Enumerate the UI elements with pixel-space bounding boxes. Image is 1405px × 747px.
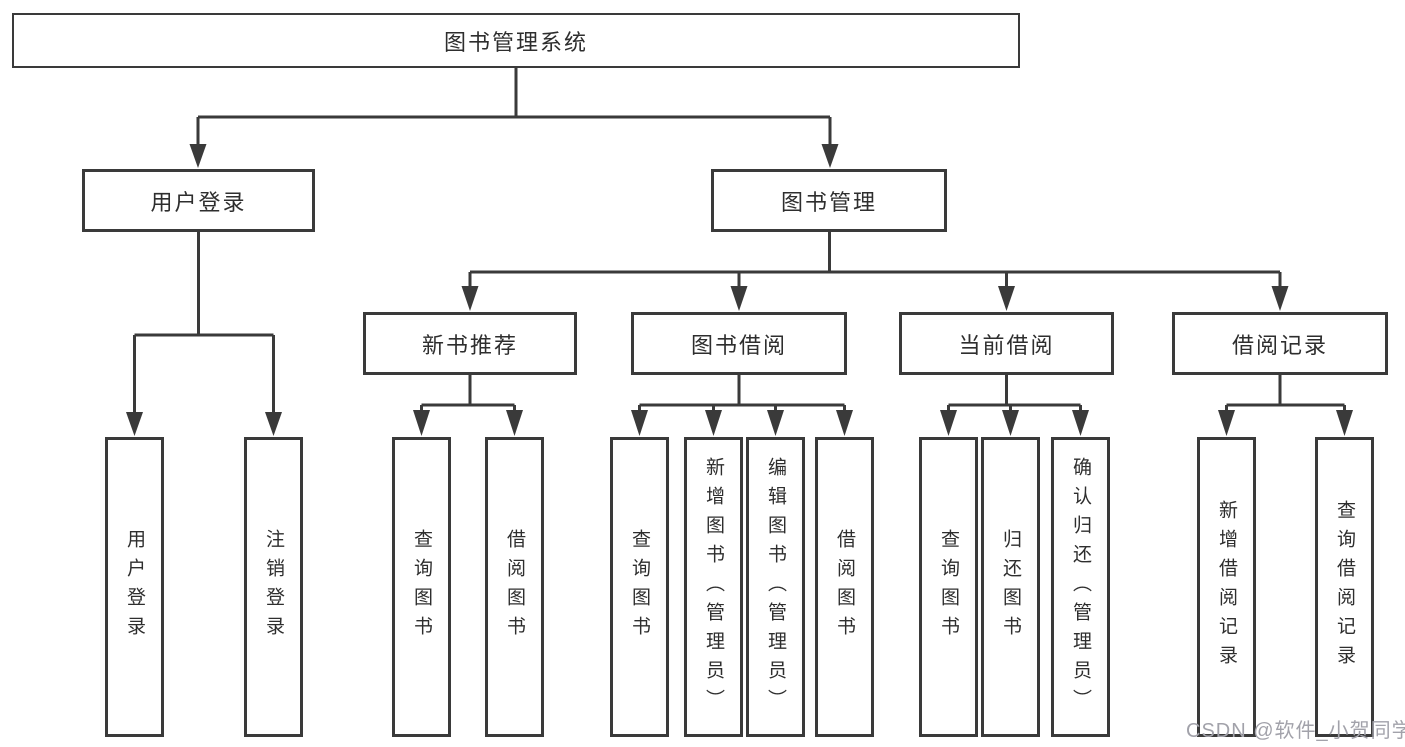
leaf-edit-book-admin-label: 编辑图书（管理员） [765,456,786,718]
node-borrow-records: 借阅记录 [1172,312,1388,375]
node-borrow-records-label: 借阅记录 [1231,332,1328,358]
node-book-management-label: 图书管理 [780,189,877,215]
node-root-label: 图书管理系统 [443,29,588,55]
node-user-login-label: 用户登录 [150,189,247,215]
connector-root-to-level2 [189,67,839,168]
node-book-borrow-label: 图书借阅 [690,332,787,358]
leaf-logout-label: 注销登录 [263,529,284,645]
connector-book-management-to-level3 [461,232,1289,311]
connector-book-borrow-to-leaves [631,375,853,436]
connector-new-book-recommend-to-leaves [413,375,523,436]
leaf-edit-book-admin: 编辑图书（管理员） [746,437,805,737]
leaf-query-borrow-record-label: 查询借阅记录 [1334,500,1355,674]
leaf-query-books-borrow-label: 查询图书 [629,529,650,645]
node-current-borrow: 当前借阅 [899,312,1114,375]
leaf-add-borrow-record-label: 新增借阅记录 [1216,500,1237,674]
node-user-login: 用户登录 [82,169,315,232]
leaf-add-borrow-record: 新增借阅记录 [1197,437,1256,737]
node-book-borrow: 图书借阅 [631,312,847,375]
leaf-query-books-current-label: 查询图书 [938,529,959,645]
leaf-user-login: 用户登录 [105,437,164,737]
leaf-add-book-admin-label: 新增图书（管理员） [703,456,724,718]
node-book-management: 图书管理 [711,169,947,232]
leaf-query-books-recommend: 查询图书 [392,437,451,737]
leaf-return-book-label: 归还图书 [1000,529,1021,645]
leaf-query-books-borrow: 查询图书 [610,437,669,737]
connector-current-borrow-to-leaves [940,375,1089,436]
leaf-query-books-recommend-label: 查询图书 [411,529,432,645]
leaf-confirm-return-admin: 确认归还（管理员） [1051,437,1110,737]
connector-borrow-records-to-leaves [1218,375,1353,436]
leaf-user-login-label: 用户登录 [124,529,145,645]
leaf-return-book: 归还图书 [981,437,1040,737]
leaf-borrow-books: 借阅图书 [815,437,874,737]
node-current-borrow-label: 当前借阅 [958,332,1055,358]
leaf-add-book-admin: 新增图书（管理员） [684,437,743,737]
leaf-borrow-books-recommend: 借阅图书 [485,437,544,737]
node-new-book-recommend: 新书推荐 [363,312,577,375]
leaf-borrow-books-recommend-label: 借阅图书 [504,529,525,645]
node-root: 图书管理系统 [12,13,1020,68]
node-new-book-recommend-label: 新书推荐 [421,332,518,358]
leaf-query-borrow-record: 查询借阅记录 [1315,437,1374,737]
leaf-confirm-return-admin-label: 确认归还（管理员） [1070,456,1091,718]
leaf-query-books-current: 查询图书 [919,437,978,737]
leaf-logout: 注销登录 [244,437,303,737]
connector-user-login-to-leaves [126,232,282,436]
leaf-borrow-books-label: 借阅图书 [834,529,855,645]
